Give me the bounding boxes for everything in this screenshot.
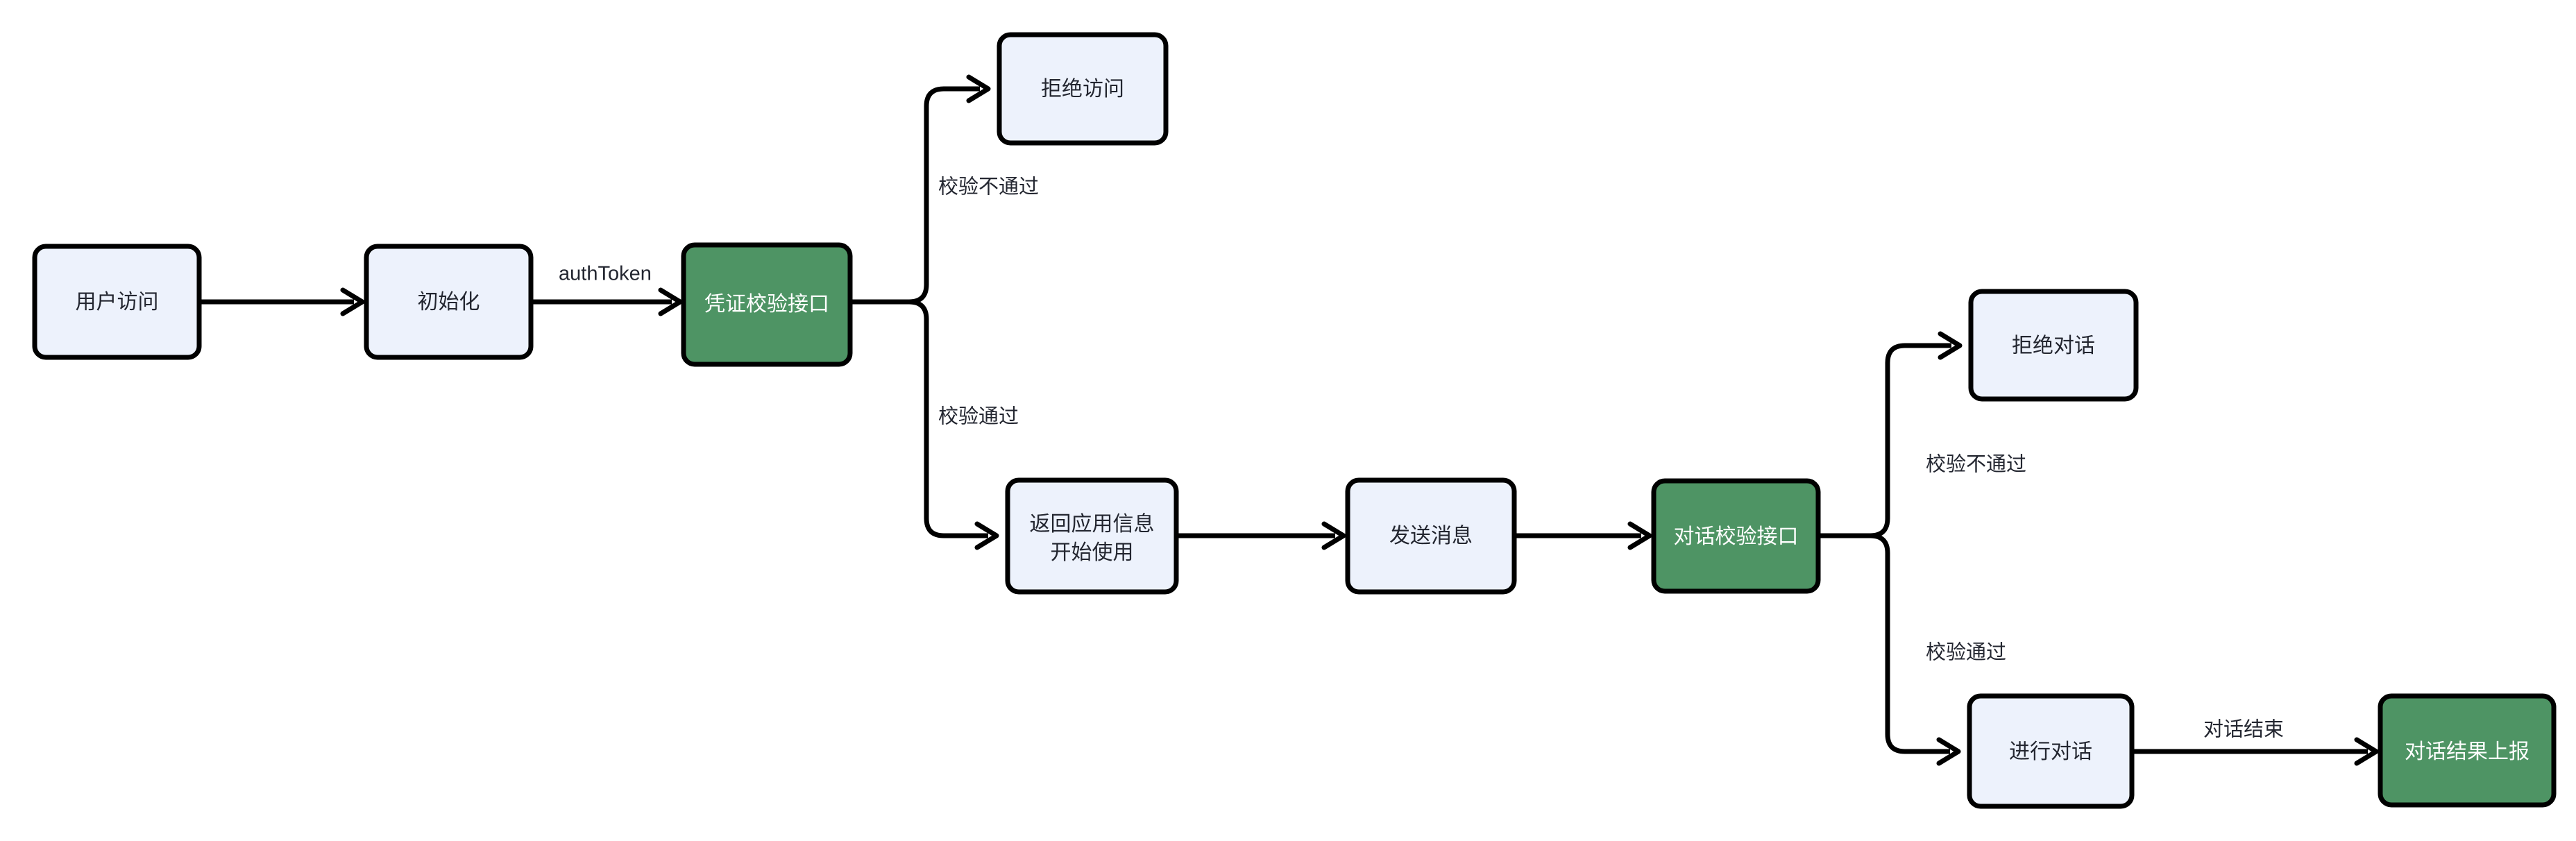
node-report-result[interactable]: 对话结果上报 (2378, 693, 2557, 808)
node-do-dialog-label: 进行对话 (2009, 740, 2092, 763)
node-return-app-info[interactable]: 返回应用信息 开始使用 (1005, 477, 1179, 595)
edge-label-credential-fail: 校验不通过 (938, 176, 1039, 198)
node-return-app-info-label-line1: 返回应用信息 (1030, 513, 1155, 536)
node-layer: 用户访问 初始化 凭证校验接口 拒绝访问 返回应用信息 开始使用 (32, 32, 2557, 809)
edge-label-dialog-end: 对话结束 (2203, 718, 2284, 741)
node-deny-dialog[interactable]: 拒绝对话 (1968, 289, 2139, 402)
edge-layer (199, 74, 2379, 766)
edge-return-app-info-to-send-message (1176, 521, 1346, 550)
edge-label-dialog-pass: 校验通过 (1926, 641, 2006, 664)
node-send-message-label: 发送消息 (1389, 525, 1473, 547)
edge-credential-api-to-return-app-info (850, 299, 999, 550)
edge-dialog-api-to-do-dialog (1818, 533, 1961, 766)
node-deny-access-label: 拒绝访问 (1041, 78, 1124, 101)
node-send-message-shape[interactable] (1345, 477, 1517, 595)
edge-label-credential-pass: 校验通过 (938, 405, 1019, 428)
edge-user-access-to-init (199, 287, 365, 316)
edge-label-layer: authToken 校验不通过 校验通过 校验不通过 校验通过 对话结束 (559, 176, 2284, 741)
node-deny-access[interactable]: 拒绝访问 (997, 32, 1169, 146)
node-credential-api-shape[interactable] (681, 242, 853, 367)
node-deny-access-shape[interactable] (997, 32, 1169, 146)
node-credential-api[interactable]: 凭证校验接口 (681, 242, 853, 367)
edge-dialog-api-to-deny-dialog (1818, 331, 1963, 538)
node-user-access[interactable]: 用户访问 (32, 244, 202, 360)
node-do-dialog[interactable]: 进行对话 (1967, 693, 2135, 809)
node-init-shape[interactable] (364, 244, 534, 360)
edge-do-dialog-to-report-result (2132, 737, 2379, 766)
node-send-message[interactable]: 发送消息 (1345, 477, 1517, 595)
node-credential-api-label: 凭证校验接口 (704, 293, 829, 316)
node-init[interactable]: 初始化 (364, 244, 534, 360)
node-deny-dialog-label: 拒绝对话 (2012, 334, 2095, 357)
node-deny-dialog-shape[interactable] (1968, 289, 2139, 402)
edge-label-authtoken: authToken (559, 263, 652, 285)
node-dialog-api-shape[interactable] (1651, 478, 1821, 594)
node-do-dialog-shape[interactable] (1967, 693, 2135, 809)
edge-send-message-to-dialog-api (1514, 521, 1652, 550)
node-return-app-info-shape[interactable] (1005, 477, 1179, 595)
edge-label-dialog-fail: 校验不通过 (1926, 453, 2026, 476)
node-report-result-label: 对话结果上报 (2405, 740, 2530, 763)
edge-init-to-credential-api (531, 287, 683, 316)
node-report-result-shape[interactable] (2378, 693, 2557, 808)
node-user-access-shape[interactable] (32, 244, 202, 360)
node-dialog-api-label: 对话校验接口 (1674, 525, 1799, 548)
node-return-app-info-label-line2: 开始使用 (1051, 541, 1134, 564)
node-init-label: 初始化 (418, 291, 480, 314)
node-dialog-api[interactable]: 对话校验接口 (1651, 478, 1821, 594)
node-user-access-label: 用户访问 (76, 291, 159, 314)
